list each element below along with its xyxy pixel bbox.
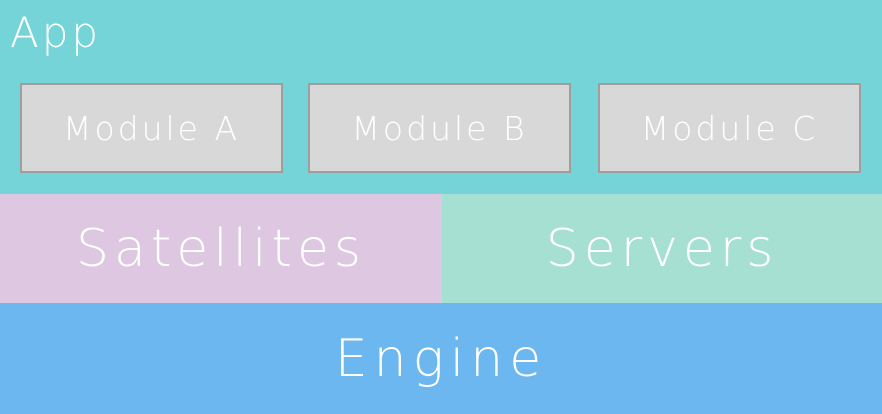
app-layer: App Module A Module B Module C — [0, 0, 882, 194]
module-b-box: Module B — [308, 83, 571, 173]
satellites-layer: Satellites — [0, 194, 442, 303]
app-layer-title: App — [10, 8, 102, 57]
engine-layer: Engine — [0, 303, 882, 414]
module-c-box: Module C — [598, 83, 861, 173]
module-a-box: Module A — [20, 83, 283, 173]
servers-layer: Servers — [442, 194, 882, 303]
